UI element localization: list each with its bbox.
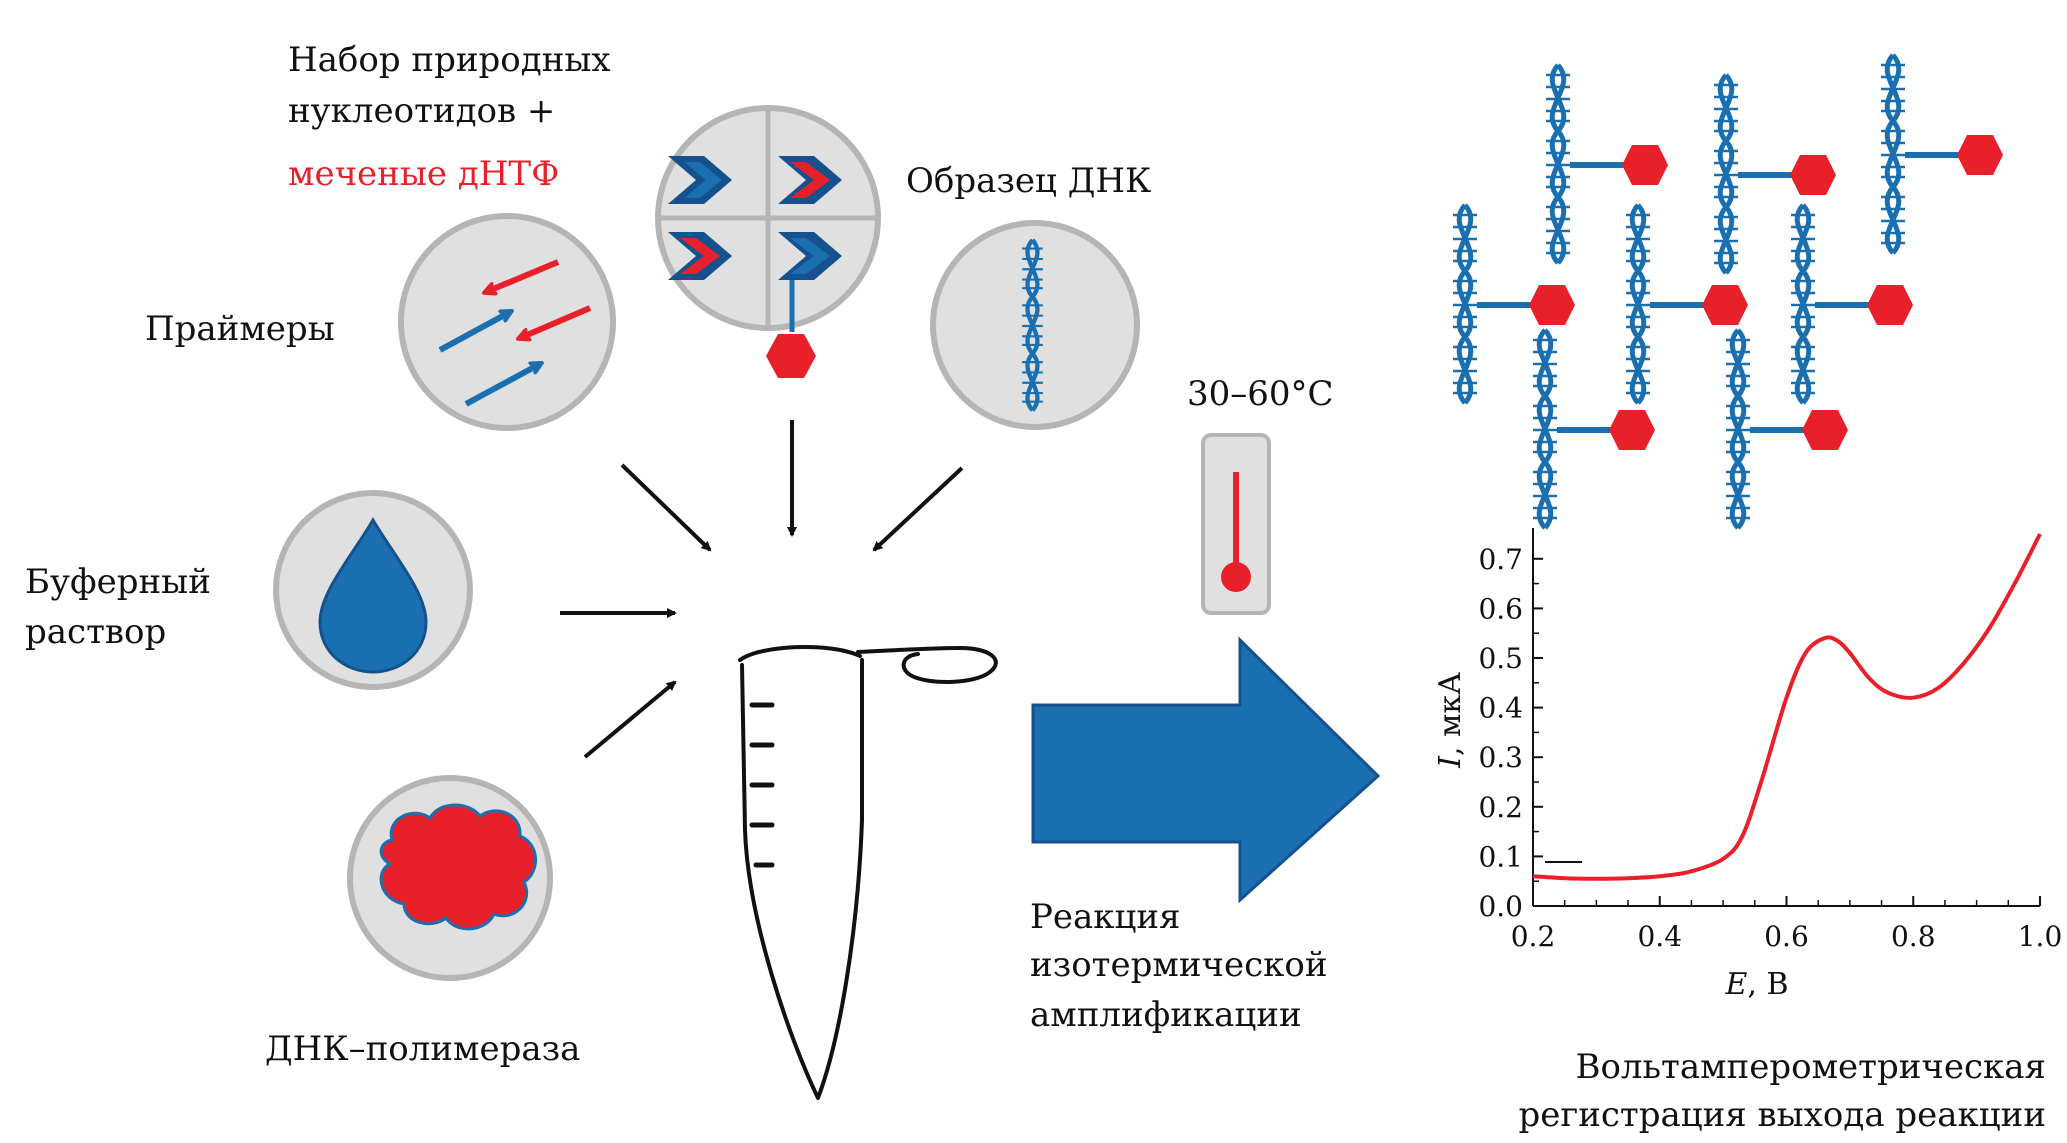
buffer-circle <box>273 490 473 690</box>
nucleotides-label-line2: нуклеотидов + <box>288 91 555 131</box>
y-tick-label: 0.6 <box>1478 592 1523 625</box>
y-axis-label: I, мкА <box>1433 672 1468 769</box>
nucleotides-circle <box>655 105 881 378</box>
polymerase-circle <box>347 775 553 981</box>
labeled-dna-icon <box>1726 330 1848 528</box>
x-tick-label: 0.8 <box>1891 920 1936 953</box>
reaction-label-line3: амплификации <box>1030 995 1302 1035</box>
chevron-icon <box>668 156 732 204</box>
temperature-label: 30–60°C <box>1187 374 1334 414</box>
dna-sample-label: Образец ДНК <box>906 161 1151 201</box>
polymerase-blob-icon <box>379 803 537 931</box>
primer-arrow-blue <box>438 312 510 353</box>
series-line-voltammogram <box>1532 533 2042 881</box>
y-axis-var: I <box>1433 755 1468 769</box>
chevron-icon <box>778 232 842 280</box>
y-tick-label: 0.0 <box>1478 890 1523 923</box>
y-tick-label: 0.4 <box>1478 692 1523 725</box>
buffer-label-line1: Буферный <box>25 562 211 602</box>
labeled-dntp-label: меченые дНТФ <box>288 154 559 194</box>
x-tick-label: 0.4 <box>1637 920 1682 953</box>
nucleotides-label-line1: Набор природных <box>288 40 611 80</box>
y-tick-label: 0.2 <box>1478 791 1523 824</box>
reaction-tube <box>738 644 998 1100</box>
thermometer-icon <box>1201 433 1271 615</box>
reaction-label-line1: Реакция <box>1030 897 1181 937</box>
primers-circle <box>398 213 616 431</box>
x-axis-unit: , В <box>1747 967 1788 1002</box>
input-arrow <box>583 680 677 759</box>
process-arrow-icon <box>1031 636 1381 904</box>
chevron-icon <box>778 156 842 204</box>
x-axis-var: E <box>1724 967 1747 1002</box>
labeled-dna-icon <box>1546 65 1668 263</box>
y-axis-unit: , мкА <box>1433 672 1468 756</box>
labeled-dna-icon <box>1881 55 2003 253</box>
y-tick-label: 0.5 <box>1478 642 1523 675</box>
buffer-label-line2: раствор <box>25 612 166 652</box>
voltammetry-label-line1: Вольтамперометрическая <box>1575 1047 2046 1087</box>
x-tick-label: 0.6 <box>1764 920 1809 953</box>
polymerase-label: ДНК–полимераза <box>265 1029 580 1069</box>
input-arrow <box>872 466 964 552</box>
y-tick-label: 0.3 <box>1478 741 1523 774</box>
primer-arrow-red <box>486 259 560 292</box>
chart-axes <box>1532 528 2040 907</box>
input-arrow <box>620 463 712 552</box>
x-axis-label: E, В <box>1724 967 1788 1002</box>
voltammetry-label-line2: регистрация выхода реакции <box>1519 1095 2046 1135</box>
label-hexagon-icon <box>766 334 816 378</box>
chart-series <box>1532 533 2042 881</box>
primer-arrow-red <box>520 305 592 338</box>
chart-ticks: 0.0 0.1 0.2 0.3 0.4 0.5 0.6 0.7 0.2 0.4 0.6 0.8 1.0 <box>1478 543 2062 953</box>
chevron-icon <box>668 232 732 280</box>
labeled-dna-icon <box>1791 205 1913 403</box>
labeled-dna-icon <box>1714 75 1836 273</box>
droplet-icon <box>318 517 428 674</box>
y-tick-label: 0.7 <box>1478 543 1523 576</box>
labeled-dna-products <box>1453 55 2003 528</box>
dna-sample-circle <box>930 220 1140 430</box>
y-tick-label: 0.1 <box>1478 840 1523 873</box>
primers-label: Праймеры <box>145 309 335 349</box>
x-tick-label: 1.0 <box>2018 920 2063 953</box>
primer-arrow-blue <box>464 364 540 407</box>
x-tick-label: 0.2 <box>1511 920 1556 953</box>
reaction-label-line2: изотермической <box>1030 945 1328 985</box>
